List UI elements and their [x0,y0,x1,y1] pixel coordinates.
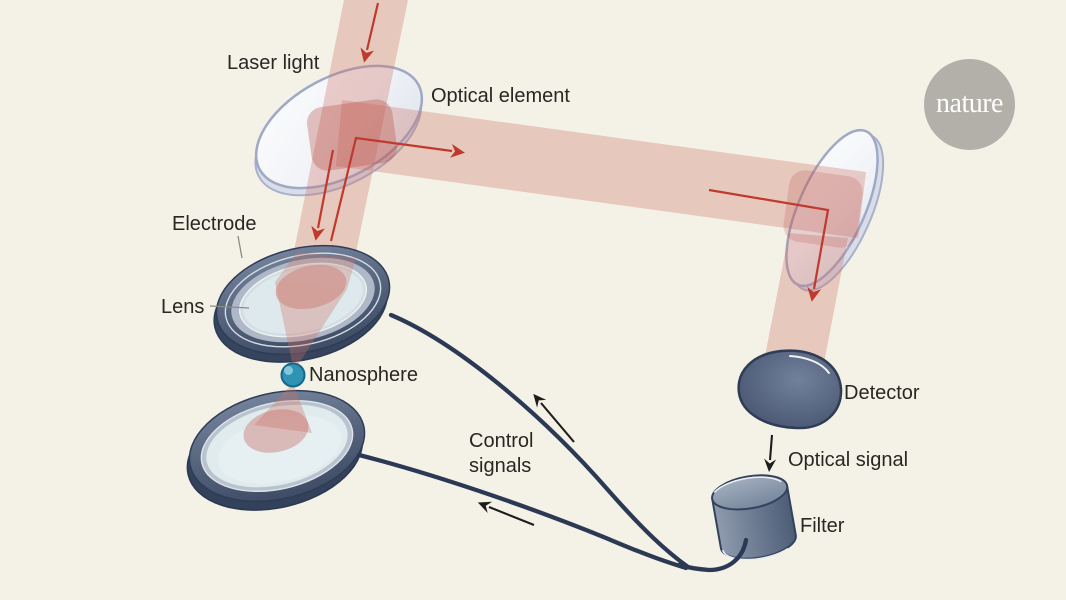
nanosphere-particle [280,362,306,388]
arrow-control-lower [477,501,535,526]
beam-over-upper-ring [275,252,356,289]
focused-beam [243,252,356,453]
upper-electrode-lens [213,244,391,363]
detector-shape [737,349,843,430]
filter-shape [711,474,797,561]
mirror-optical-element [785,128,885,292]
label-detector: Detector [844,382,920,404]
leader-electrode [237,235,243,259]
label-electrode: Electrode [172,213,257,235]
laser-beams [294,0,866,363]
focus-cone-upper [275,282,347,371]
laser-beam-to-detector [765,233,848,363]
label-control-signals: Control signals [469,430,534,477]
arrow-transmitted-down [311,149,335,241]
label-filter: Filter [800,515,845,537]
label-optical-element: Optical element [431,85,570,107]
focus-cone-lower [254,383,312,433]
wire-lower-lens [356,452,689,571]
leader-lines [209,235,250,309]
lower-electrode-lens [186,389,366,511]
wire-upper-lens [388,312,691,570]
arrow-reflected-right [329,136,465,242]
arrow-optical-signal [764,434,777,472]
label-optical-signal: Optical signal [788,449,909,471]
laser-beam-incoming [294,0,408,257]
wire-filter [676,537,749,573]
label-lens: Lens [161,296,205,318]
beam-spot-lower-lens [243,409,309,453]
laser-beam-horizontal [336,100,866,238]
beam-path-arrows [311,2,830,302]
label-nanosphere: Nanosphere [309,364,418,386]
leader-lens [209,305,250,309]
signal-arrows [477,393,777,526]
nature-logo-text: nature [936,87,1003,119]
control-wires [356,312,691,571]
beam-overlap-patch-splitter [307,99,397,171]
beam-spot-upper-lens [275,264,347,310]
arrow-laser-down [360,2,380,63]
arrow-control-upper [533,393,575,443]
nature-logo: nature [924,59,1015,150]
arrow-mirror-down [708,188,830,302]
label-laser-light: Laser light [227,52,320,74]
beamsplitter-optical-element [254,64,424,197]
